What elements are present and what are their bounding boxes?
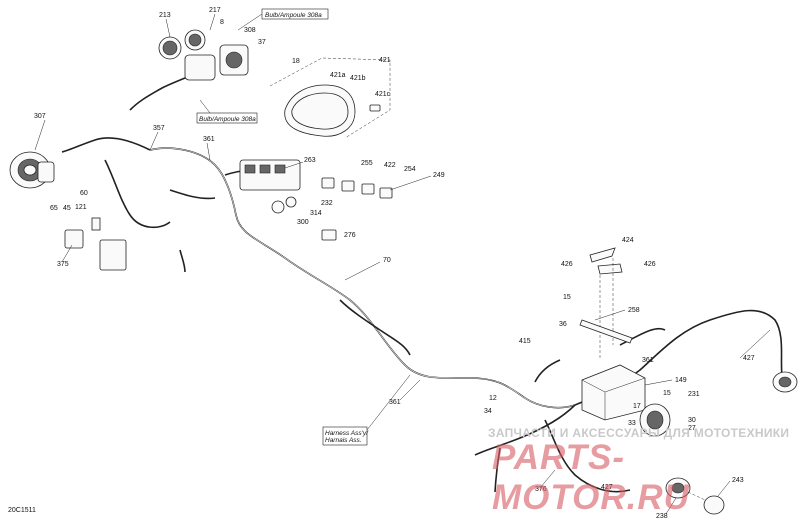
label-17: 17 <box>633 403 641 410</box>
label-421a: 421a <box>330 72 346 79</box>
label-249: 249 <box>433 172 445 179</box>
part-labels: 213 217 8 308 37 18 307 421 421a 421b 42… <box>34 7 755 520</box>
label-361b: 361 <box>642 357 654 364</box>
label-376: 376 <box>535 486 547 493</box>
main-harness <box>61 75 783 493</box>
label-427b: 427 <box>601 484 613 491</box>
watermark-logo: PARTS-MOTOR.RU <box>492 438 690 517</box>
label-231: 231 <box>688 391 700 398</box>
label-65: 65 <box>50 205 58 212</box>
gauge-cluster <box>269 57 391 139</box>
horn-module <box>639 403 671 437</box>
label-213: 213 <box>159 12 171 19</box>
label-357: 357 <box>153 125 165 132</box>
label-18: 18 <box>292 58 300 65</box>
watermark-text: ЗАПЧАСТИ И АКСЕССУАРЫ ДЛЯ МОТОТЕХНИКИ <box>488 426 790 440</box>
label-30: 30 <box>688 417 696 424</box>
label-361c: 361 <box>389 399 401 406</box>
label-422: 422 <box>384 162 396 169</box>
label-60: 60 <box>80 190 88 197</box>
label-34: 34 <box>484 408 492 415</box>
label-12: 12 <box>489 395 497 402</box>
label-121: 121 <box>75 204 87 211</box>
label-33: 33 <box>628 420 636 427</box>
label-243: 243 <box>732 477 744 484</box>
label-424: 424 <box>622 237 634 244</box>
label-232: 232 <box>321 200 333 207</box>
label-314: 314 <box>310 210 322 217</box>
label-36: 36 <box>559 321 567 328</box>
label-255: 255 <box>361 160 373 167</box>
label-276: 276 <box>344 232 356 239</box>
label-238: 238 <box>656 513 668 520</box>
fuse-relay-block <box>239 159 301 214</box>
battery-brackets <box>579 247 633 360</box>
label-426b: 426 <box>644 261 656 268</box>
callout-box-bulb-top: Bulb/Ampoule 308a <box>237 8 329 31</box>
tail-light <box>772 371 798 393</box>
callout-box-bulb-mid: Bulb/Ampoule 308a <box>196 99 258 124</box>
label-15b: 15 <box>663 390 671 397</box>
label-27: 27 <box>688 425 696 432</box>
diagram-code: 20C1511 <box>8 507 36 514</box>
leader-lines <box>34 13 771 515</box>
label-361: 361 <box>203 136 215 143</box>
control-module <box>64 217 127 271</box>
label-37: 37 <box>258 39 266 46</box>
bulb-assembly <box>665 477 725 515</box>
label-421c: 421c <box>375 91 391 98</box>
label-307: 307 <box>34 113 46 120</box>
svg-text:Harnais Ass.: Harnais Ass. <box>325 437 362 444</box>
label-149: 149 <box>675 377 687 384</box>
label-415: 415 <box>519 338 531 345</box>
label-427a: 427 <box>743 355 755 362</box>
callout-box-harness: Harness Ass'y/ Harnais Ass. <box>322 374 411 446</box>
connector-set <box>321 177 393 241</box>
label-300: 300 <box>297 219 309 226</box>
label-421: 421 <box>379 57 391 64</box>
svg-text:Harness Ass'y/: Harness Ass'y/ <box>325 430 369 437</box>
label-258: 258 <box>628 307 640 314</box>
label-426a: 426 <box>561 261 573 268</box>
label-375: 375 <box>57 261 69 268</box>
left-headlight <box>9 151 55 189</box>
top-headlight-assembly <box>158 29 249 81</box>
svg-text:Bulb/Ampoule 308a: Bulb/Ampoule 308a <box>265 12 322 19</box>
label-421b: 421b <box>350 75 366 82</box>
label-45: 45 <box>63 205 71 212</box>
battery <box>581 364 646 421</box>
label-308: 308 <box>244 27 256 34</box>
label-8: 8 <box>220 19 224 26</box>
label-263: 263 <box>304 157 316 164</box>
label-70: 70 <box>383 257 391 264</box>
label-217: 217 <box>209 7 221 14</box>
label-15a: 15 <box>563 294 571 301</box>
label-254: 254 <box>404 166 416 173</box>
svg-text:Bulb/Ampoule 308a: Bulb/Ampoule 308a <box>199 116 256 123</box>
